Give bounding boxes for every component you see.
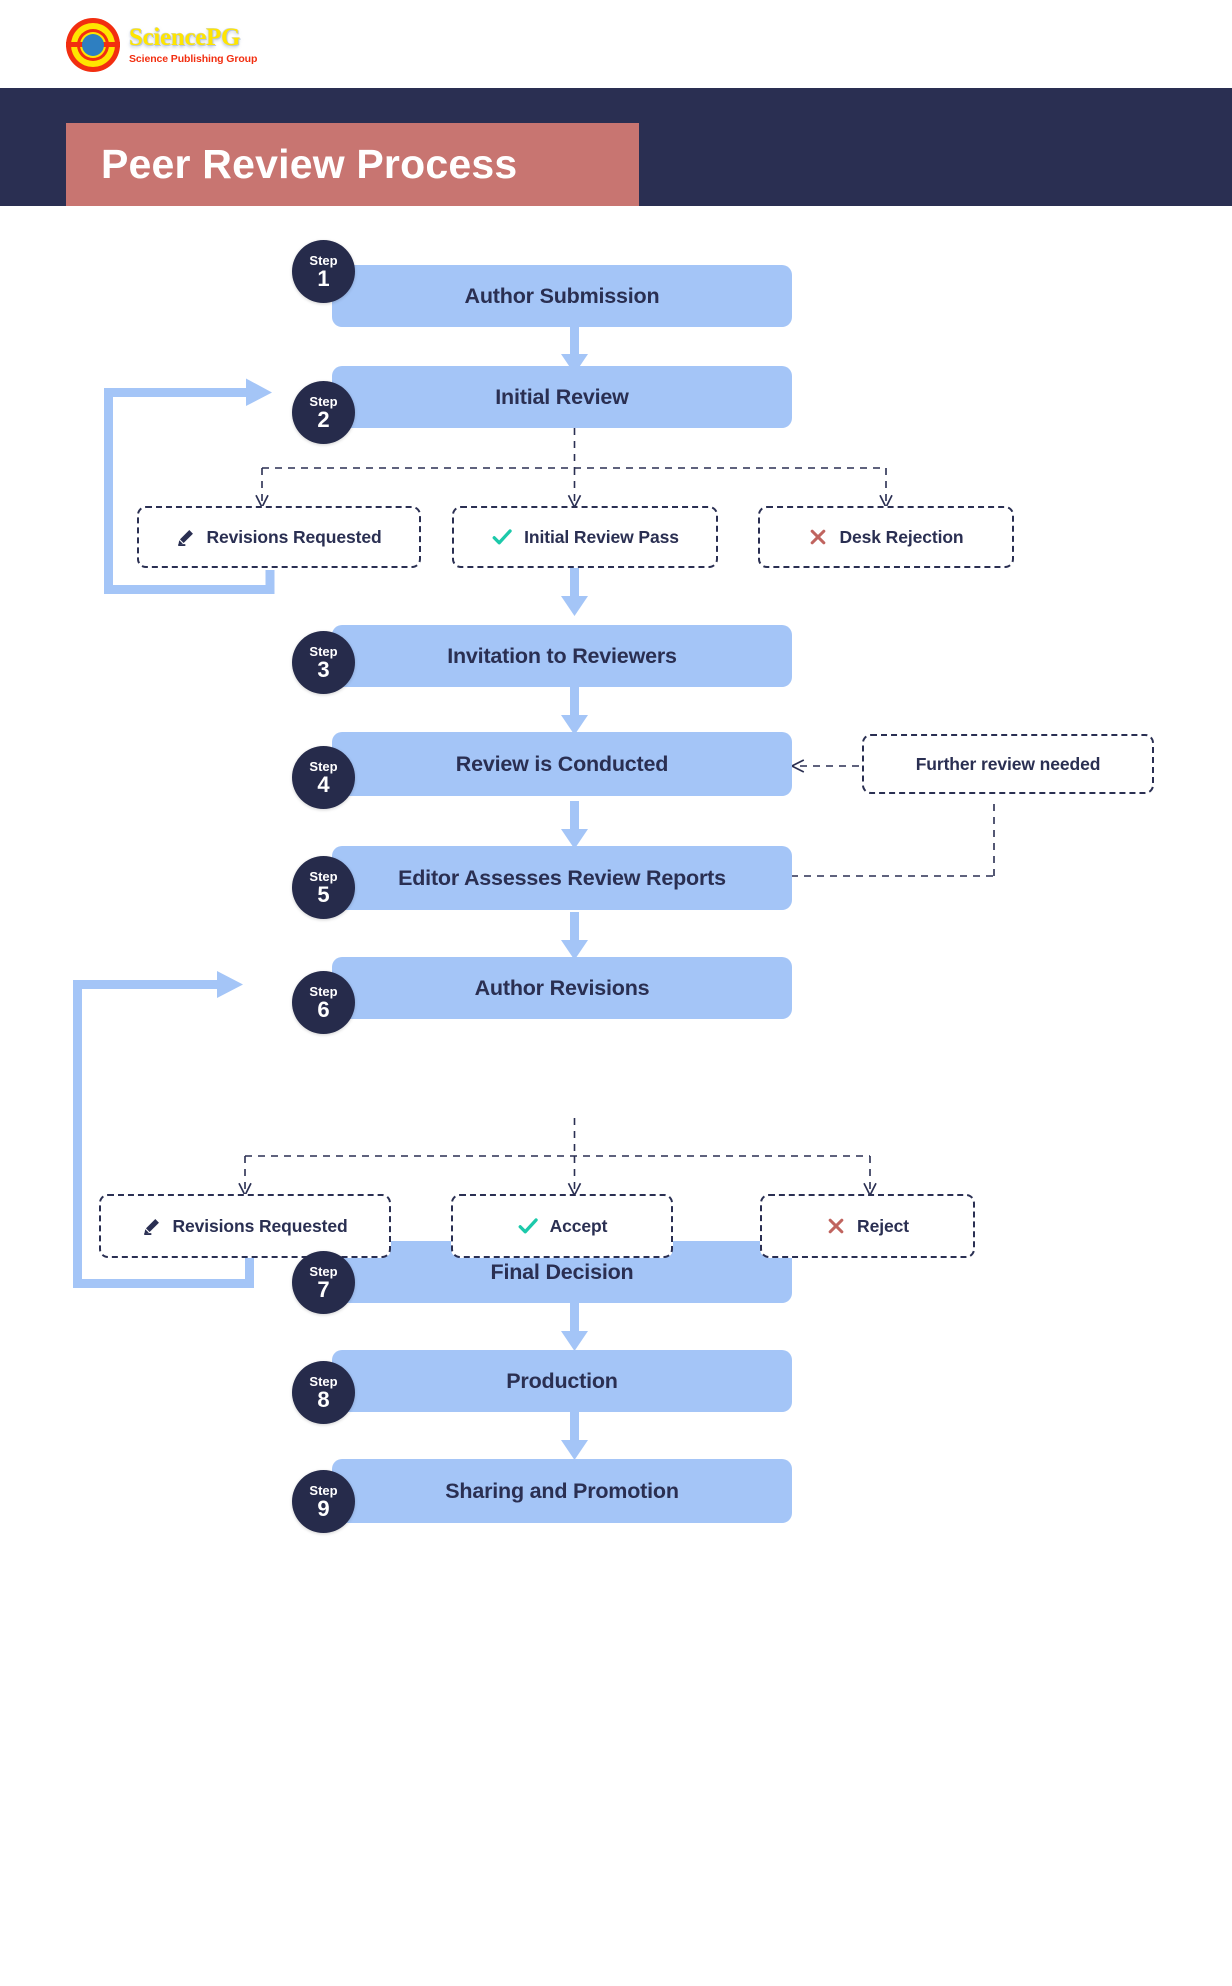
step-badge-9: Step 9 bbox=[292, 1470, 355, 1533]
badge-number: 6 bbox=[317, 996, 330, 1022]
logo-title: SciencePG bbox=[129, 24, 241, 52]
step-box-initial-review[interactable]: Initial Review bbox=[332, 366, 792, 428]
flow-connectors bbox=[73, 326, 995, 1460]
decision-label: Initial Review Pass bbox=[524, 526, 679, 547]
decision-reject[interactable]: Reject bbox=[760, 1194, 975, 1258]
badge-word: Step bbox=[309, 643, 338, 659]
step-box-production[interactable]: Production bbox=[332, 1350, 792, 1412]
x-icon bbox=[826, 1216, 846, 1236]
decision-desk-rejection[interactable]: Desk Rejection bbox=[758, 506, 1014, 568]
pencil-icon bbox=[142, 1217, 161, 1236]
badge-word: Step bbox=[309, 983, 338, 999]
decision-label: Reject bbox=[857, 1215, 909, 1236]
badge-word: Step bbox=[309, 252, 338, 268]
note-further-review-needed[interactable]: Further review needed bbox=[862, 734, 1154, 794]
step-box-review-is-conducted[interactable]: Review is Conducted bbox=[332, 732, 792, 796]
page-title: Peer Review Process bbox=[101, 141, 518, 187]
step-badge-2: Step 2 bbox=[292, 381, 355, 444]
step-box-sharing-and-promotion[interactable]: Sharing and Promotion bbox=[332, 1459, 792, 1523]
pencil-icon bbox=[176, 528, 195, 547]
step-badge-7: Step 7 bbox=[292, 1251, 355, 1314]
step-box-author-submission[interactable]: Author Submission bbox=[332, 265, 792, 327]
badge-number: 8 bbox=[317, 1386, 330, 1412]
badge-word: Step bbox=[309, 1373, 338, 1389]
flowchart-canvas: Step 1 Author Submission Step 2 Initial … bbox=[0, 206, 1232, 1986]
badge-number: 3 bbox=[317, 656, 330, 682]
step-box-final-decision[interactable]: Final Decision bbox=[332, 1241, 792, 1303]
step-label: Editor Assesses Review Reports bbox=[398, 865, 726, 890]
step-label: Review is Conducted bbox=[455, 751, 669, 776]
step-box-invitation-to-reviewers[interactable]: Invitation to Reviewers bbox=[332, 625, 792, 687]
check-icon bbox=[491, 526, 513, 548]
step-badge-4: Step 4 bbox=[292, 746, 355, 809]
badge-number: 2 bbox=[317, 406, 330, 432]
step-badge-5: Step 5 bbox=[292, 856, 355, 919]
step-label: Final Decision bbox=[490, 1259, 634, 1284]
badge-number: 5 bbox=[317, 881, 330, 907]
decision-label: Accept bbox=[549, 1215, 608, 1236]
step-label: Initial Review bbox=[495, 384, 629, 409]
decision-revisions-requested-1[interactable]: Revisions Requested bbox=[137, 506, 421, 568]
title-box: Peer Review Process bbox=[66, 123, 639, 206]
step-label: Production bbox=[506, 1368, 618, 1393]
step-badge-1: Step 1 bbox=[292, 240, 355, 303]
badge-number: 9 bbox=[317, 1495, 330, 1521]
decision-label: Revisions Requested bbox=[206, 526, 382, 547]
step-label: Author Revisions bbox=[474, 975, 650, 1000]
badge-word: Step bbox=[309, 758, 338, 774]
logo-subtitle: Science Publishing Group bbox=[129, 53, 258, 66]
step-box-editor-assesses-review-reports[interactable]: Editor Assesses Review Reports bbox=[332, 846, 792, 910]
step-box-author-revisions[interactable]: Author Revisions bbox=[332, 957, 792, 1019]
decision-label: Revisions Requested bbox=[172, 1215, 348, 1236]
sciencepg-concentric-circles-logo bbox=[66, 18, 120, 72]
sciencepg-logo: SciencePG Science Publishing Group bbox=[66, 18, 257, 72]
step-badge-6: Step 6 bbox=[292, 971, 355, 1034]
badge-number: 7 bbox=[317, 1276, 330, 1302]
badge-word: Step bbox=[309, 1263, 338, 1279]
page-header: SciencePG Science Publishing Group bbox=[0, 0, 1232, 88]
note-label: Further review needed bbox=[915, 753, 1101, 774]
x-icon bbox=[808, 527, 828, 547]
decision-revisions-requested-2[interactable]: Revisions Requested bbox=[99, 1194, 391, 1258]
badge-number: 4 bbox=[317, 771, 330, 797]
decision-accept[interactable]: Accept bbox=[451, 1194, 673, 1258]
badge-word: Step bbox=[309, 1482, 338, 1498]
step-badge-8: Step 8 bbox=[292, 1361, 355, 1424]
badge-word: Step bbox=[309, 868, 338, 884]
decision-label: Desk Rejection bbox=[839, 526, 964, 547]
step-label: Sharing and Promotion bbox=[445, 1478, 679, 1503]
step-badge-3: Step 3 bbox=[292, 631, 355, 694]
step-label: Author Submission bbox=[464, 283, 660, 308]
check-icon bbox=[517, 1215, 539, 1237]
badge-word: Step bbox=[309, 393, 338, 409]
decision-initial-review-pass[interactable]: Initial Review Pass bbox=[452, 506, 718, 568]
badge-number: 1 bbox=[317, 265, 330, 291]
title-banner: Peer Review Process bbox=[0, 88, 1232, 206]
step-label: Invitation to Reviewers bbox=[447, 643, 677, 668]
